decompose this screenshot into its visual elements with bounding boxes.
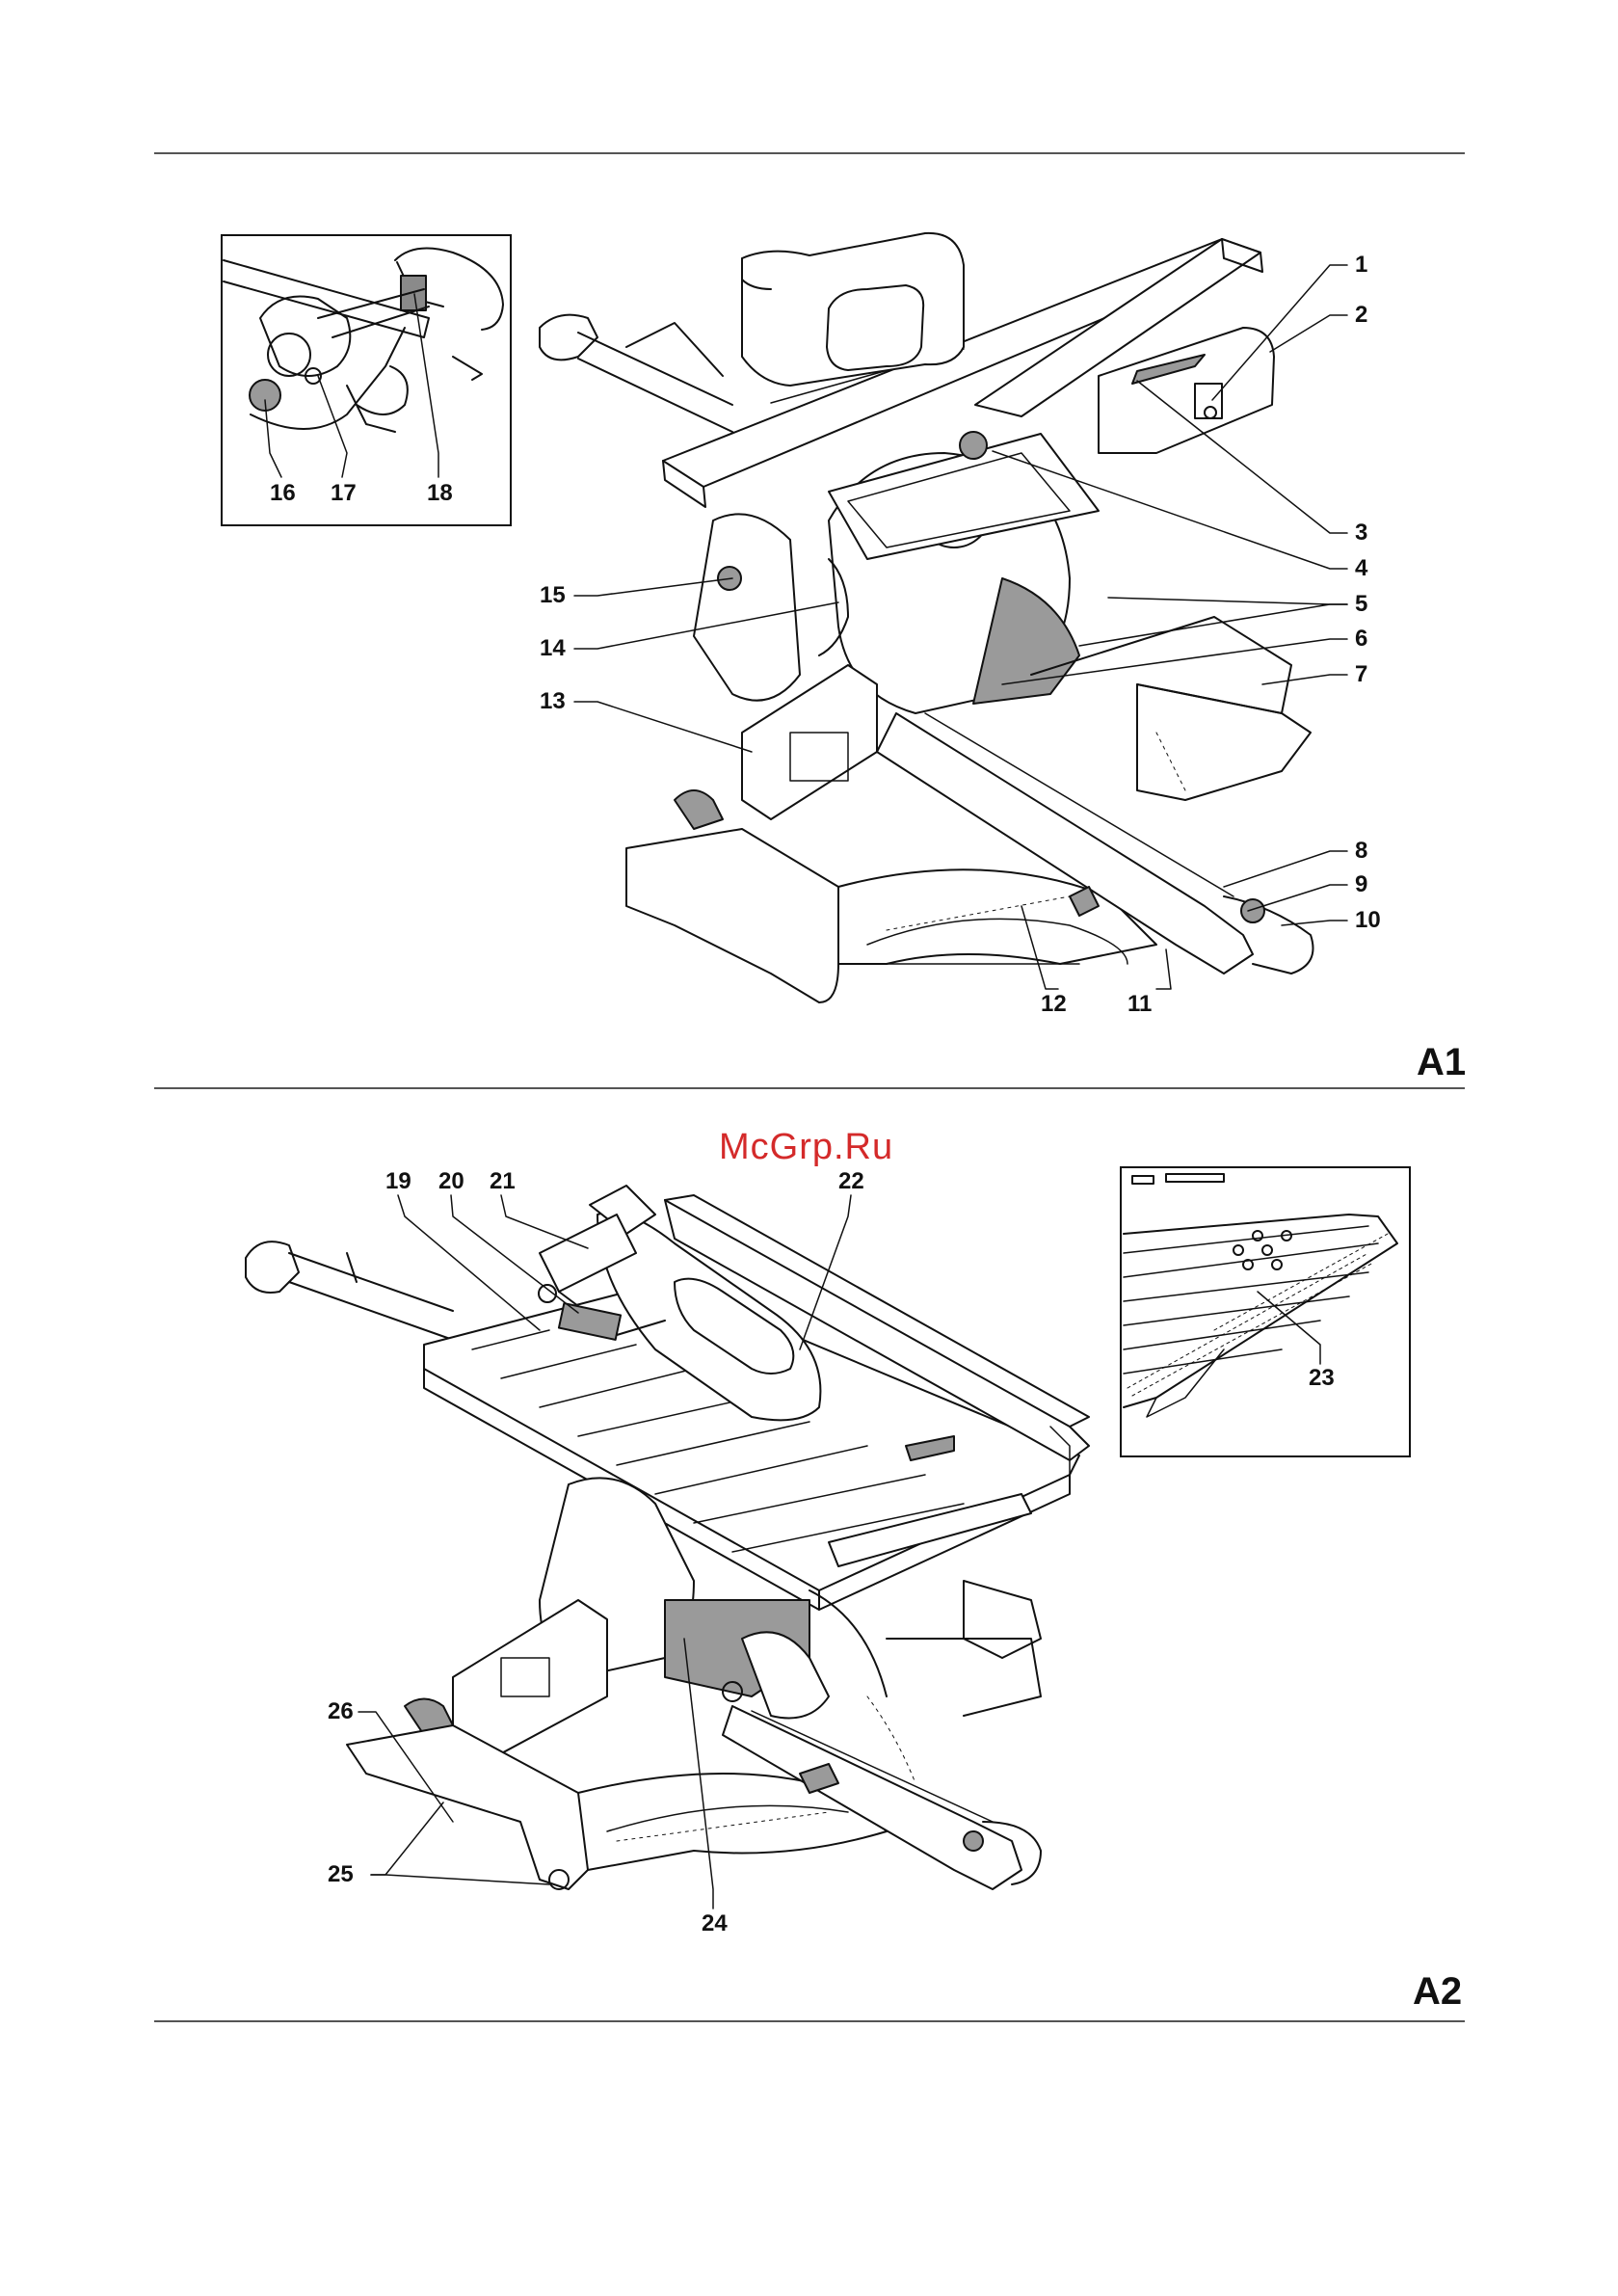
callout-5: 5 xyxy=(1355,593,1367,616)
callout-18: 18 xyxy=(427,482,453,505)
callout-15: 15 xyxy=(540,584,566,607)
callout-20: 20 xyxy=(438,1170,464,1193)
callout-17: 17 xyxy=(331,482,357,505)
callout-11: 11 xyxy=(1127,993,1152,1016)
callout-10: 10 xyxy=(1355,909,1381,932)
callout-13: 13 xyxy=(540,690,566,713)
callout-19: 19 xyxy=(385,1170,411,1193)
callout-2: 2 xyxy=(1355,304,1367,327)
callout-21: 21 xyxy=(490,1170,516,1193)
figure-label-a2: A2 xyxy=(1413,1972,1462,2011)
a2-machine xyxy=(246,1186,1089,1889)
callout-1: 1 xyxy=(1355,254,1367,277)
callout-16: 16 xyxy=(270,482,296,505)
callout-7: 7 xyxy=(1355,663,1367,686)
inset-a2-sketch xyxy=(1124,1174,1397,1417)
callout-12: 12 xyxy=(1041,993,1067,1016)
figure-label-a1: A1 xyxy=(1417,1043,1466,1081)
watermark: McGrp.Ru xyxy=(719,1128,893,1166)
callout-24: 24 xyxy=(702,1912,728,1936)
callout-25: 25 xyxy=(328,1863,354,1886)
callout-3: 3 xyxy=(1355,521,1367,545)
callout-4: 4 xyxy=(1355,557,1367,580)
callout-8: 8 xyxy=(1355,840,1367,863)
callout-14: 14 xyxy=(540,637,566,660)
a1-machine xyxy=(540,233,1313,1002)
callout-23: 23 xyxy=(1309,1367,1335,1390)
callout-22: 22 xyxy=(838,1170,864,1193)
callout-6: 6 xyxy=(1355,627,1367,651)
callout-9: 9 xyxy=(1355,873,1367,896)
callout-26: 26 xyxy=(328,1700,354,1723)
